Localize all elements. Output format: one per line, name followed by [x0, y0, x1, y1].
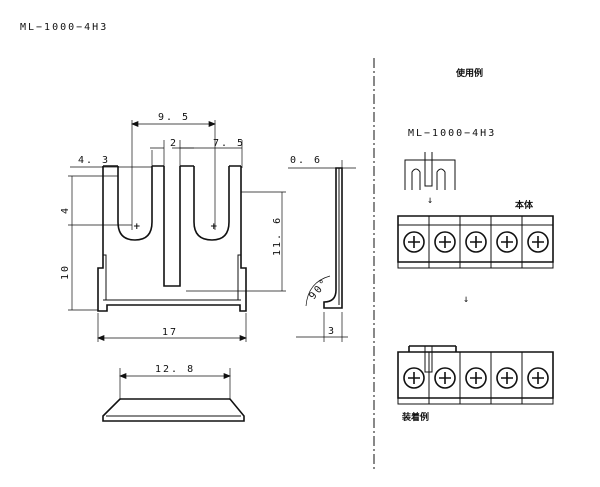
dim-right-offset: 7. 5 [213, 138, 245, 149]
bottom-view: 12. 8 [102, 364, 245, 422]
mounted-label: 装着例 [401, 411, 429, 423]
dim-slot-depth: 4 [60, 206, 71, 214]
dim-left-offset: 4. 3 [78, 155, 110, 166]
usage-title: 使用例 [455, 67, 483, 79]
terminal-block-body [397, 215, 554, 269]
left-hole-center: + [133, 222, 141, 232]
screw-icon [434, 367, 456, 389]
center-slot [163, 166, 181, 287]
dim-flange: 3 [328, 326, 336, 337]
dim-bend-angle: 90° [307, 276, 331, 302]
arrow-down-2: ↓ [463, 294, 471, 305]
screw-icon [465, 231, 487, 253]
screw-icon [403, 231, 425, 253]
part-number-title: ML−1000−4H3 [20, 22, 108, 33]
dim-top-span: 9. 5 [158, 112, 190, 123]
right-hole-center: + [210, 222, 218, 232]
dim-lower-height: 10 [60, 264, 71, 280]
usage-example: 使用例 ML−1000−4H3 ↓ 本体 [397, 67, 554, 423]
right-u-slot [193, 166, 230, 241]
dim-bottom-width: 12. 8 [155, 364, 195, 375]
screw-icon [434, 231, 456, 253]
screw-icon [527, 367, 549, 389]
body-label: 本体 [515, 199, 534, 211]
bottom-view-outline [102, 398, 245, 422]
screw-icon [496, 367, 518, 389]
usage-part-number: ML−1000−4H3 [408, 128, 496, 139]
dim-thickness: 0. 6 [290, 155, 322, 166]
screw-icon [465, 367, 487, 389]
terminal-block-mounted [397, 345, 554, 405]
side-steps [103, 254, 241, 300]
front-view: + + 9. 5 2 7. 5 4. 3 4 10 11. 6 17 [60, 112, 286, 342]
front-view-outline [97, 166, 247, 312]
screw-icon [527, 231, 549, 253]
screw-icon [496, 231, 518, 253]
dim-right-height: 11. 6 [272, 216, 283, 256]
dim-overall-width: 17 [162, 327, 178, 338]
jumper-icon [404, 152, 456, 190]
side-view-profile [323, 167, 343, 309]
arrow-down-1: ↓ [427, 195, 435, 206]
screw-icon [403, 367, 425, 389]
dim-slot-width: 2 [170, 138, 178, 149]
left-u-slot [117, 166, 153, 241]
side-view: 0. 6 90° 3 [288, 155, 356, 342]
